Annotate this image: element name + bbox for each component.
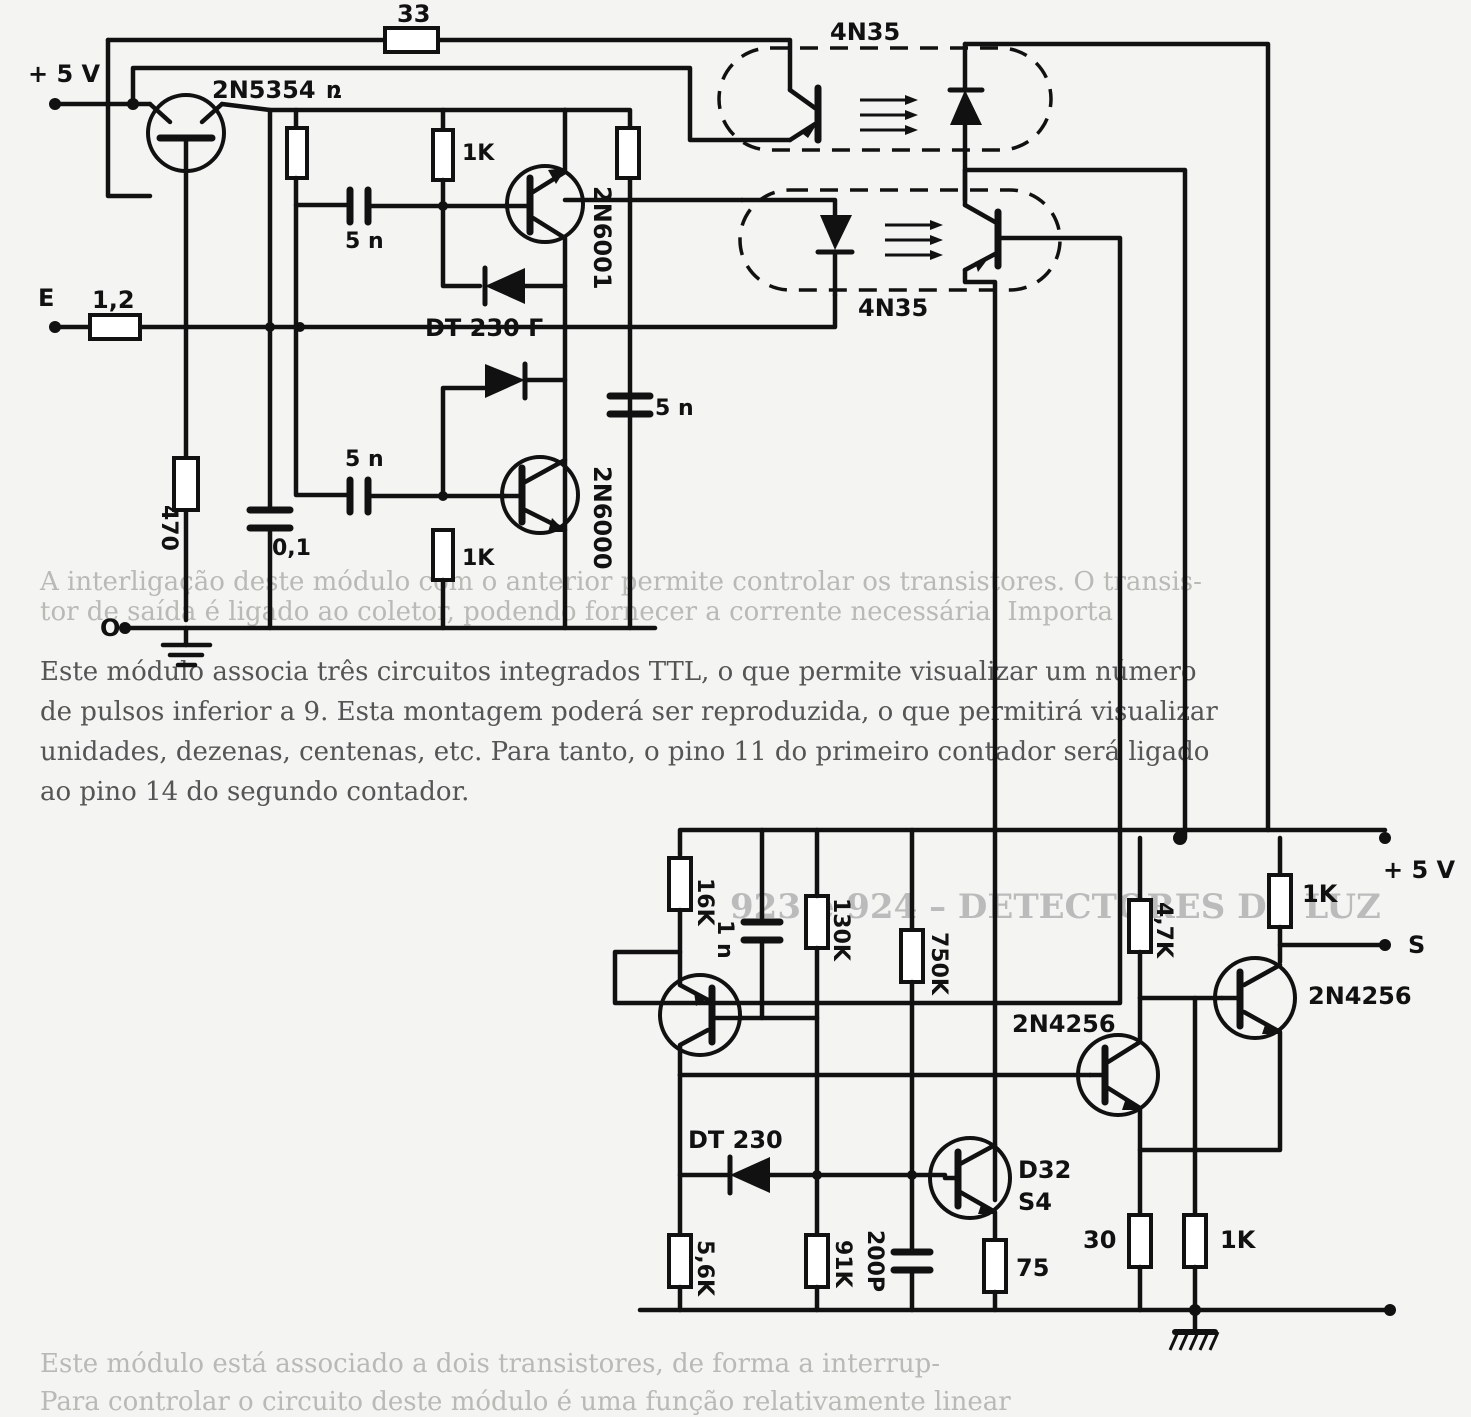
transistor-input-pnp bbox=[658, 973, 745, 1078]
resistor-30 bbox=[1127, 1213, 1153, 1269]
r1k-b-label: 1K bbox=[462, 546, 495, 571]
output-s-label: S bbox=[1408, 931, 1425, 959]
r1k-a-label: 1K bbox=[462, 141, 495, 166]
bg-text-line-2: tor de saída é ligado ao coletor, podend… bbox=[40, 597, 1113, 627]
resistor-bias-top bbox=[285, 126, 309, 180]
r4k7-label: 4,7K bbox=[1151, 902, 1176, 959]
q6b-label: S4 bbox=[1018, 1188, 1052, 1216]
r16k-label: 16K bbox=[692, 878, 717, 927]
c200p-label: 200P bbox=[862, 1230, 887, 1292]
c5n-a-label: 5 n bbox=[345, 229, 384, 254]
resistor-750k bbox=[899, 928, 925, 984]
c1n-label: 1 n bbox=[712, 920, 737, 959]
transistor-2n4256-a bbox=[1076, 995, 1160, 1218]
resistor-16k bbox=[667, 856, 693, 912]
q2-label: 2N6001 bbox=[588, 186, 616, 290]
optocoupler-bottom: 4N35 bbox=[612, 167, 1188, 1203]
optocoupler-top: 4N35 bbox=[717, 18, 1271, 833]
r130k-label: 130K bbox=[828, 898, 853, 962]
bg-text-line-7: Este módulo está associado a dois transi… bbox=[40, 1349, 940, 1379]
resistor-91k bbox=[804, 1233, 830, 1289]
resistor-1-2 bbox=[88, 313, 142, 341]
r56k-label: 5,6K bbox=[692, 1240, 717, 1297]
q6-label: D32 bbox=[1018, 1156, 1071, 1184]
resistor-4-7k bbox=[1127, 898, 1153, 954]
bg-text-line-1: A interligação deste módulo com o anteri… bbox=[39, 567, 1202, 597]
bg-text-line-5: unidades, dezenas, centenas, etc. Para t… bbox=[40, 737, 1209, 767]
bg-text-line-4: de pulsos inferior a 9. Esta montagem po… bbox=[40, 697, 1218, 727]
resistor-1k-bottom bbox=[1182, 1213, 1208, 1269]
r75-label: 75 bbox=[1016, 1254, 1049, 1282]
transistor-2n6001 bbox=[502, 107, 585, 631]
q3-label: 2N6000 bbox=[588, 466, 616, 570]
r750k-label: 750K bbox=[926, 932, 951, 996]
bg-text-line-3: Este módulo associa três circuitos integ… bbox=[40, 657, 1197, 687]
background-text: A interligação deste módulo com o anteri… bbox=[39, 567, 1381, 1417]
bg-text-line-6: ao pino 14 do segundo contador. bbox=[40, 777, 469, 807]
transistor-2n6000 bbox=[500, 455, 580, 535]
opto-bottom-label: 4N35 bbox=[858, 294, 928, 322]
resistor-pull-right bbox=[615, 126, 641, 180]
r470-label: 470 bbox=[156, 505, 181, 551]
c5n-b-label: 5 n bbox=[655, 396, 694, 421]
r1k-c-label: 1K bbox=[1302, 880, 1339, 908]
q4-label: 2N4256 bbox=[1012, 1010, 1116, 1038]
transistor-d32 bbox=[928, 1136, 1012, 1243]
resistor-1k-lower bbox=[431, 528, 455, 582]
resistor-470 bbox=[172, 456, 200, 512]
resistor-75 bbox=[982, 1238, 1008, 1294]
transistor-2n5354 bbox=[146, 93, 633, 631]
vcc-bottom-label: + 5 V bbox=[1383, 856, 1456, 884]
input-e-label: E bbox=[38, 284, 54, 312]
resistor-1k-top bbox=[431, 128, 455, 182]
r30-label: 30 bbox=[1083, 1226, 1116, 1254]
r33-label: 33 bbox=[397, 0, 430, 28]
r12-label: 1,2 bbox=[92, 286, 135, 314]
resistor-130k bbox=[804, 894, 830, 950]
resistor-33 bbox=[383, 26, 440, 54]
input-circuit: + 5 V 33 2N5354 ռ 470 E 1,2 bbox=[28, 0, 838, 668]
opto-top-label: 4N35 bbox=[830, 18, 900, 46]
transistor-2n4256-b bbox=[1137, 956, 1297, 1153]
q1-label: 2N5354 bbox=[212, 76, 316, 104]
d2-label: DT 230 bbox=[688, 1126, 783, 1154]
d1-label: DT 230 F bbox=[425, 314, 545, 342]
vcc-top-label: + 5 V bbox=[28, 60, 101, 88]
resistor-1k-out bbox=[1267, 873, 1293, 929]
c01-label: 0,1 bbox=[272, 536, 311, 561]
r91k-label: 91K bbox=[830, 1240, 855, 1289]
resistor-5-6k bbox=[667, 1233, 693, 1289]
q1-suffix: ռ bbox=[326, 76, 342, 104]
ground-o-label: O bbox=[100, 614, 120, 642]
output-circuit: + 5 V S 16K 1 n 130K bbox=[637, 827, 1456, 1351]
c5n-c-label: 5 n bbox=[345, 447, 384, 472]
q5-label: 2N4256 bbox=[1308, 982, 1412, 1010]
bg-text-line-8: Para controlar o circuito deste módulo é… bbox=[40, 1387, 1011, 1417]
r1k-d-label: 1K bbox=[1220, 1226, 1257, 1254]
